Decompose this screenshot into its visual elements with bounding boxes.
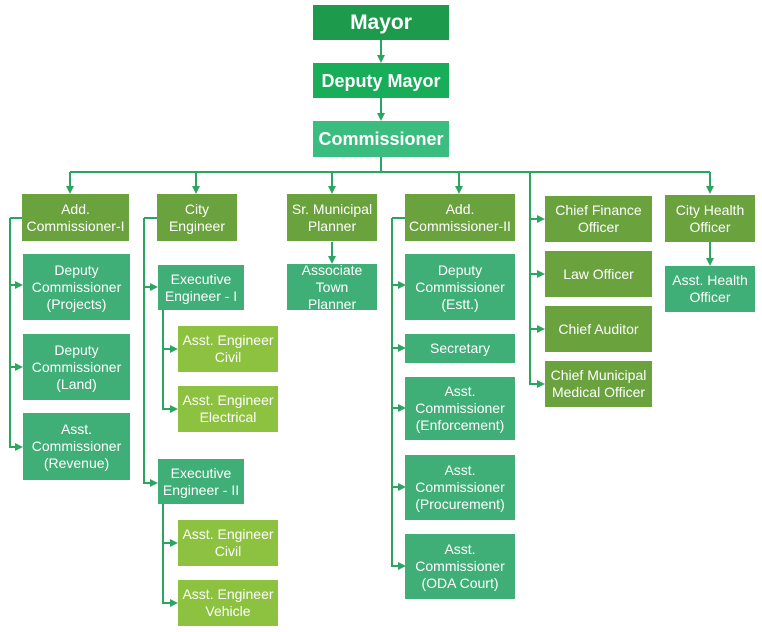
node-executive-engineer-1[interactable]: Executive Engineer - I bbox=[158, 265, 244, 310]
node-add-commissioner-2[interactable]: Add. Commissioner-II bbox=[405, 194, 515, 241]
node-label: Asst. Engineer Vehicle bbox=[182, 586, 274, 619]
node-label: Mayor bbox=[350, 10, 412, 34]
node-asst-commissioner-enforcement[interactable]: Asst. Commissioner (Enforcement) bbox=[405, 377, 515, 440]
node-associate-town-planner[interactable]: Associate Town Planner bbox=[287, 261, 377, 312]
node-label: Asst. Commissioner (ODA Court) bbox=[415, 541, 505, 591]
node-deputy-mayor[interactable]: Deputy Mayor bbox=[313, 63, 449, 98]
node-deputy-commissioner-projects[interactable]: Deputy Commissioner (Projects) bbox=[23, 254, 130, 320]
node-mayor[interactable]: Mayor bbox=[313, 5, 449, 40]
node-asst-commissioner-revenue[interactable]: Asst. Commissioner (Revenue) bbox=[23, 413, 130, 480]
node-chief-municipal-medical-officer[interactable]: Chief Municipal Medical Officer bbox=[545, 361, 652, 407]
node-label: Asst. Health Officer bbox=[672, 272, 748, 305]
node-label: Asst. Engineer Civil bbox=[182, 332, 274, 365]
node-label: Chief Finance Officer bbox=[555, 202, 642, 235]
node-label: Asst. Engineer Electrical bbox=[182, 392, 274, 425]
node-asst-engineer-civil-2[interactable]: Asst. Engineer Civil bbox=[178, 520, 278, 566]
node-label: Secretary bbox=[430, 340, 490, 356]
node-law-officer[interactable]: Law Officer bbox=[545, 251, 652, 297]
node-label: Deputy Mayor bbox=[321, 70, 441, 91]
node-label: Commissioner bbox=[318, 129, 444, 149]
node-add-commissioner-1[interactable]: Add. Commissioner-I bbox=[22, 194, 129, 241]
node-executive-engineer-2[interactable]: Executive Engineer - II bbox=[158, 459, 244, 504]
node-city-engineer[interactable]: City Engineer bbox=[157, 194, 237, 241]
node-chief-auditor[interactable]: Chief Auditor bbox=[545, 306, 652, 352]
node-sr-municipal-planner[interactable]: Sr. Municipal Planner bbox=[287, 194, 377, 241]
node-asst-engineer-civil-1[interactable]: Asst. Engineer Civil bbox=[178, 326, 278, 372]
node-secretary[interactable]: Secretary bbox=[405, 334, 515, 363]
node-label: City Health Officer bbox=[675, 201, 745, 235]
node-label: Asst. Commissioner (Enforcement) bbox=[415, 383, 505, 433]
node-label: Executive Engineer - II bbox=[162, 464, 240, 498]
node-asst-engineer-vehicle[interactable]: Asst. Engineer Vehicle bbox=[178, 580, 278, 626]
node-commissioner[interactable]: Commissioner bbox=[313, 121, 449, 157]
node-asst-engineer-electrical[interactable]: Asst. Engineer Electrical bbox=[178, 386, 278, 432]
node-label: Deputy Commissioner (Projects) bbox=[31, 261, 122, 312]
node-label: Law Officer bbox=[563, 265, 634, 282]
node-deputy-commissioner-estt[interactable]: Deputy Commissioner (Estt.) bbox=[405, 254, 515, 320]
node-label: Deputy Commissioner (Estt.) bbox=[415, 261, 505, 312]
node-city-health-officer[interactable]: City Health Officer bbox=[665, 195, 755, 242]
node-label: Associate Town Planner bbox=[301, 261, 363, 312]
node-asst-commissioner-procurement[interactable]: Asst. Commissioner (Procurement) bbox=[405, 455, 515, 520]
node-deputy-commissioner-land[interactable]: Deputy Commissioner (Land) bbox=[23, 334, 130, 400]
node-asst-health-officer[interactable]: Asst. Health Officer bbox=[665, 266, 755, 312]
node-label: City Engineer bbox=[168, 200, 226, 234]
node-label: Deputy Commissioner (Land) bbox=[31, 341, 122, 392]
node-label: Executive Engineer - I bbox=[164, 270, 238, 304]
node-label: Sr. Municipal Planner bbox=[291, 200, 373, 234]
node-label: Asst. Commissioner (Revenue) bbox=[31, 421, 122, 471]
node-label: Add. Commissioner-I bbox=[26, 200, 125, 234]
node-label: Asst. Commissioner (Procurement) bbox=[415, 462, 505, 512]
node-chief-finance-officer[interactable]: Chief Finance Officer bbox=[545, 196, 652, 242]
node-label: Chief Auditor bbox=[558, 320, 639, 337]
node-label: Asst. Engineer Civil bbox=[182, 526, 274, 559]
node-label: Chief Municipal Medical Officer bbox=[550, 367, 647, 400]
node-asst-commissioner-oda-court[interactable]: Asst. Commissioner (ODA Court) bbox=[405, 534, 515, 599]
node-label: Add. Commissioner-II bbox=[409, 200, 511, 234]
